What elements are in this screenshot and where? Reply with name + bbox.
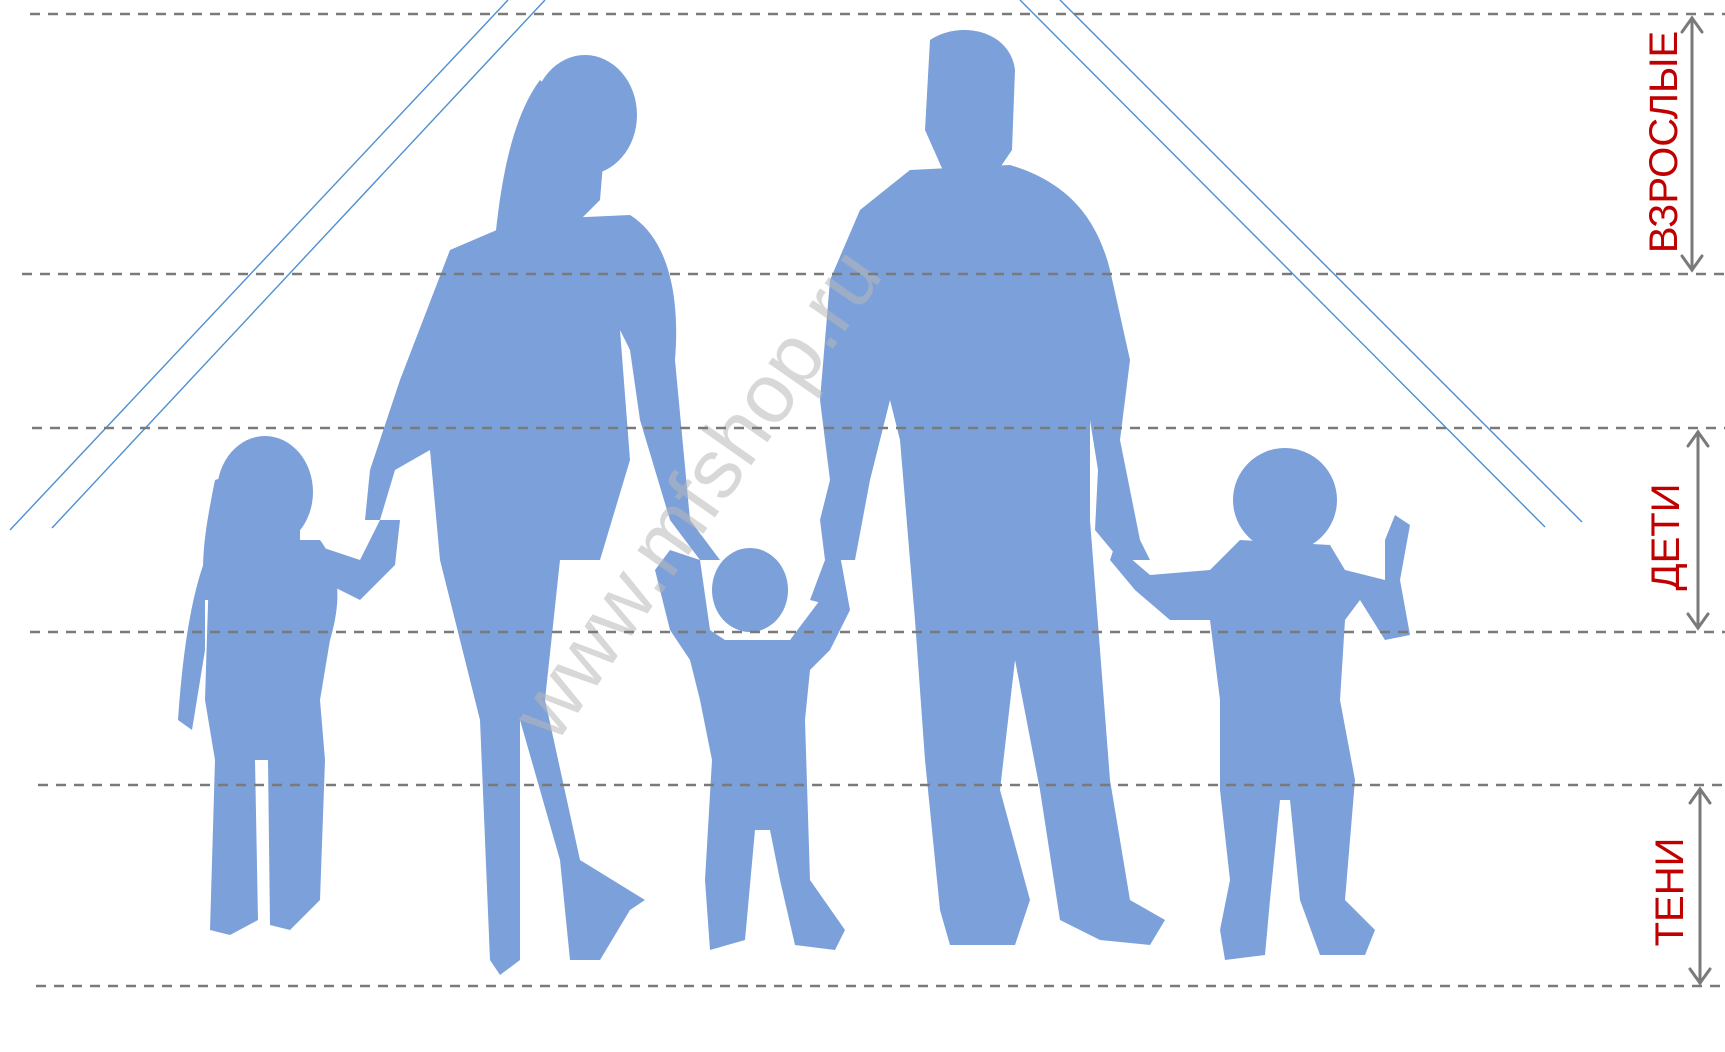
toddler-silhouette	[655, 548, 850, 950]
family-height-diagram: www.mfshop.ru	[0, 0, 1725, 989]
man-silhouette	[820, 30, 1165, 945]
zone-label-adults: ВЗРОСЛЫЕ	[1641, 0, 1687, 302]
boy-silhouette	[1110, 448, 1410, 960]
shadows-arrow-icon	[1690, 789, 1710, 983]
kids-arrow-icon	[1688, 432, 1708, 628]
zone-label-shadows: ТЕНИ	[1647, 732, 1693, 1052]
zone-label-kids: ДЕТИ	[1643, 377, 1689, 697]
family-silhouettes	[178, 30, 1410, 975]
